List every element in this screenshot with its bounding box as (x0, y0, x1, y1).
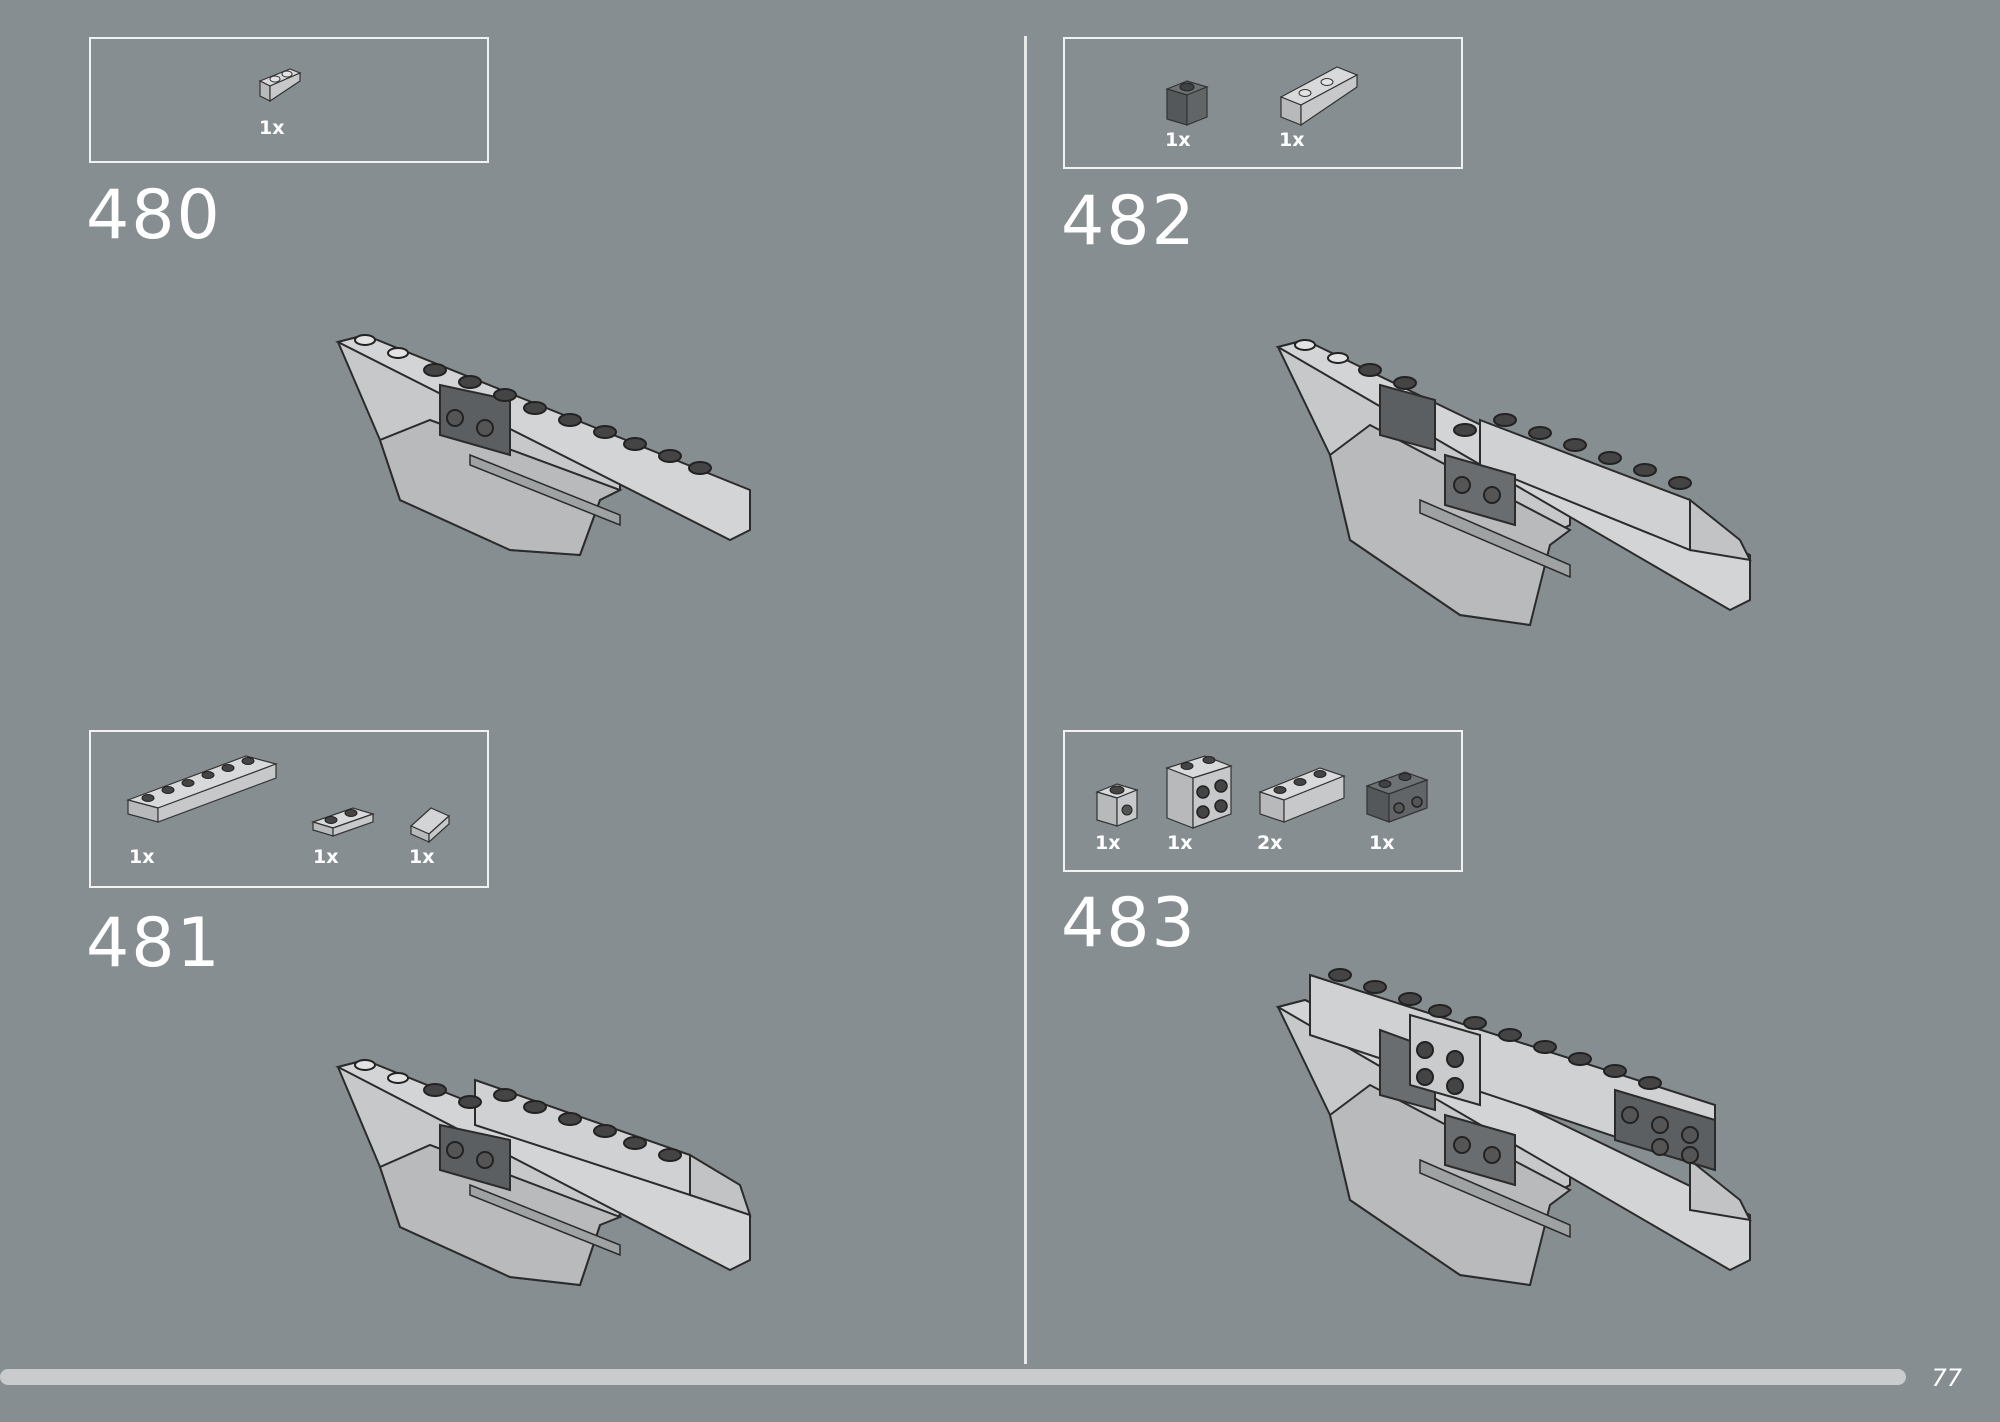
model-assembly-483 (1275, 968, 1752, 1287)
part-quantity: 1x (129, 846, 155, 868)
inverted-slope-part-icon (1279, 66, 1359, 127)
part-quantity: 2x (1257, 832, 1283, 854)
model-assembly-481 (335, 1058, 752, 1287)
plate-1x2-part-icon (311, 807, 375, 837)
part-quantity: 1x (313, 846, 339, 868)
step-number-480: 480 (86, 176, 222, 255)
part-quantity: 1x (1167, 832, 1193, 854)
page-number: 77 (1931, 1364, 1962, 1392)
brick-1x3-part-icon (1258, 767, 1346, 823)
page-divider (1024, 36, 1027, 1364)
step-number-483: 483 (1061, 884, 1197, 963)
part-quantity: 1x (1095, 832, 1121, 854)
part-quantity: 1x (409, 846, 435, 868)
model-assembly-480 (335, 333, 751, 557)
part-quantity: 1x (1165, 129, 1191, 151)
part-quantity: 1x (1279, 129, 1305, 151)
brick-2x2-side-studs-part-icon (1165, 755, 1233, 829)
step-number-481: 481 (86, 904, 222, 983)
part-quantity: 1x (1369, 832, 1395, 854)
brick-1x1-dark-part-icon (1165, 80, 1209, 126)
part-quantity: 1x (259, 117, 285, 139)
brick-1x2-dark-side-studs-part-icon (1365, 771, 1429, 823)
brick-1x1-side-studs-part-icon (1095, 783, 1139, 827)
parts-callout-481: 1x 1x 1x (89, 730, 489, 888)
parts-callout-483: 1x 1x 2x 1x (1063, 730, 1463, 872)
model-assembly-482 (1275, 338, 1752, 627)
progress-bar (0, 1369, 1906, 1385)
step-number-482: 482 (1061, 182, 1197, 261)
inverted-slope-part-icon (258, 68, 302, 103)
parts-callout-480: 1x (89, 37, 489, 163)
parts-callout-482: 1x 1x (1063, 37, 1463, 169)
slope-part-icon (409, 807, 451, 844)
brick-1x6-part-icon (126, 755, 278, 823)
